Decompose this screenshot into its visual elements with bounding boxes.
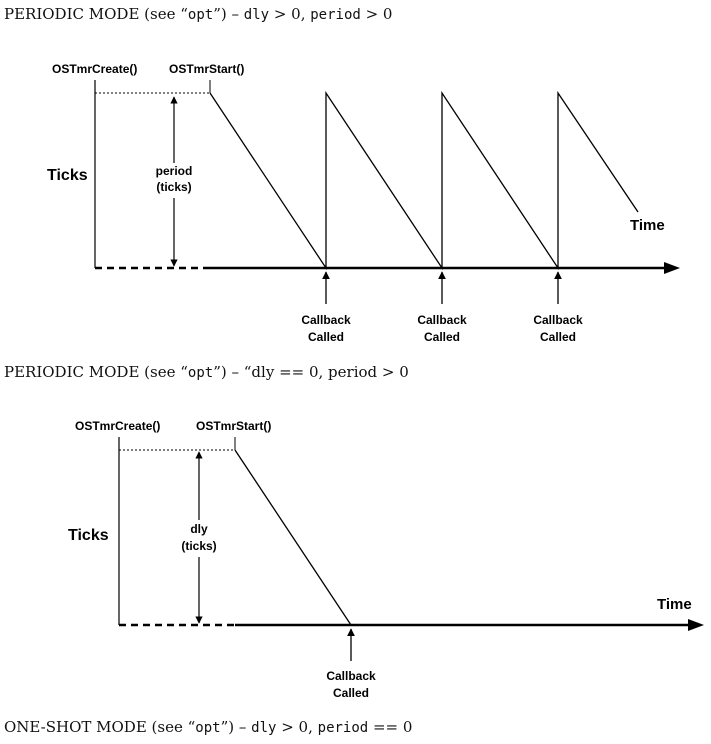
called-label: Called	[333, 686, 369, 700]
callback-marker: Callback Called	[417, 271, 467, 344]
caption-text: > 0,	[276, 718, 318, 736]
caption-text: > 0	[360, 5, 393, 23]
diagram-periodic-dly: OSTmrCreate() OSTmrStart() period (ticks…	[47, 62, 680, 344]
ostmrcreate-label: OSTmrCreate()	[52, 62, 137, 76]
time-axis-arrowhead	[688, 619, 704, 631]
ostmrstart-label: OSTmrStart()	[196, 419, 271, 433]
called-label: Called	[540, 330, 576, 344]
caption-code-dly: dly	[251, 720, 277, 736]
caption-code-dly: dly	[243, 7, 270, 23]
caption-code-opt: opt	[187, 7, 214, 23]
dly-ticks-label: (ticks)	[181, 539, 216, 553]
caption-one-shot: ONE-SHOT MODE (see “opt”) – dly > 0, per…	[4, 718, 412, 736]
caption-text: PERIODIC MODE (see “	[4, 363, 188, 381]
dly-label: dly	[190, 522, 208, 536]
diagram-one-shot: OSTmrCreate() OSTmrStart() dly (ticks) T…	[68, 419, 704, 700]
called-label: Called	[424, 330, 460, 344]
caption-code-period: period	[310, 7, 361, 23]
caption-text: == 0	[368, 718, 413, 736]
caption-text: ”) – “dly == 0, period > 0	[213, 363, 409, 381]
time-axis-arrowhead	[664, 262, 680, 274]
caption-periodic-zero-dly: PERIODIC MODE (see “opt”) – “dly == 0, p…	[4, 363, 409, 381]
ostmrstart-label: OSTmrStart()	[169, 62, 244, 76]
time-label: Time	[630, 217, 665, 234]
caption-text: PERIODIC MODE (see “	[4, 5, 188, 23]
caption-text: ONE-SHOT MODE (see “	[4, 718, 196, 736]
countdown-ramp	[234, 449, 352, 626]
callback-marker: Callback Called	[533, 271, 583, 344]
caption-text: ”) –	[213, 5, 244, 23]
caption-code-opt: opt	[195, 720, 221, 736]
callback-label: Callback	[417, 313, 467, 327]
called-label: Called	[308, 330, 344, 344]
ostmrcreate-label: OSTmrCreate()	[75, 419, 160, 433]
callback-marker: Callback Called	[326, 628, 376, 700]
countdown-sawtooth	[209, 90, 639, 271]
ticks-axis-label: Ticks	[47, 167, 88, 184]
caption-text: > 0,	[269, 5, 311, 23]
caption-periodic-dly: PERIODIC MODE (see “opt”) – dly > 0, per…	[4, 5, 392, 23]
callback-label: Callback	[533, 313, 583, 327]
callback-label: Callback	[301, 313, 351, 327]
caption-code-opt: opt	[187, 365, 214, 381]
callback-label: Callback	[326, 669, 376, 683]
callback-marker: Callback Called	[301, 271, 351, 344]
period-label: period	[156, 164, 193, 178]
time-label: Time	[657, 596, 692, 613]
caption-text: ”) –	[220, 718, 252, 736]
ticks-axis-label: Ticks	[68, 527, 109, 544]
caption-code-period: period	[317, 720, 369, 736]
period-ticks-label: (ticks)	[156, 180, 191, 194]
